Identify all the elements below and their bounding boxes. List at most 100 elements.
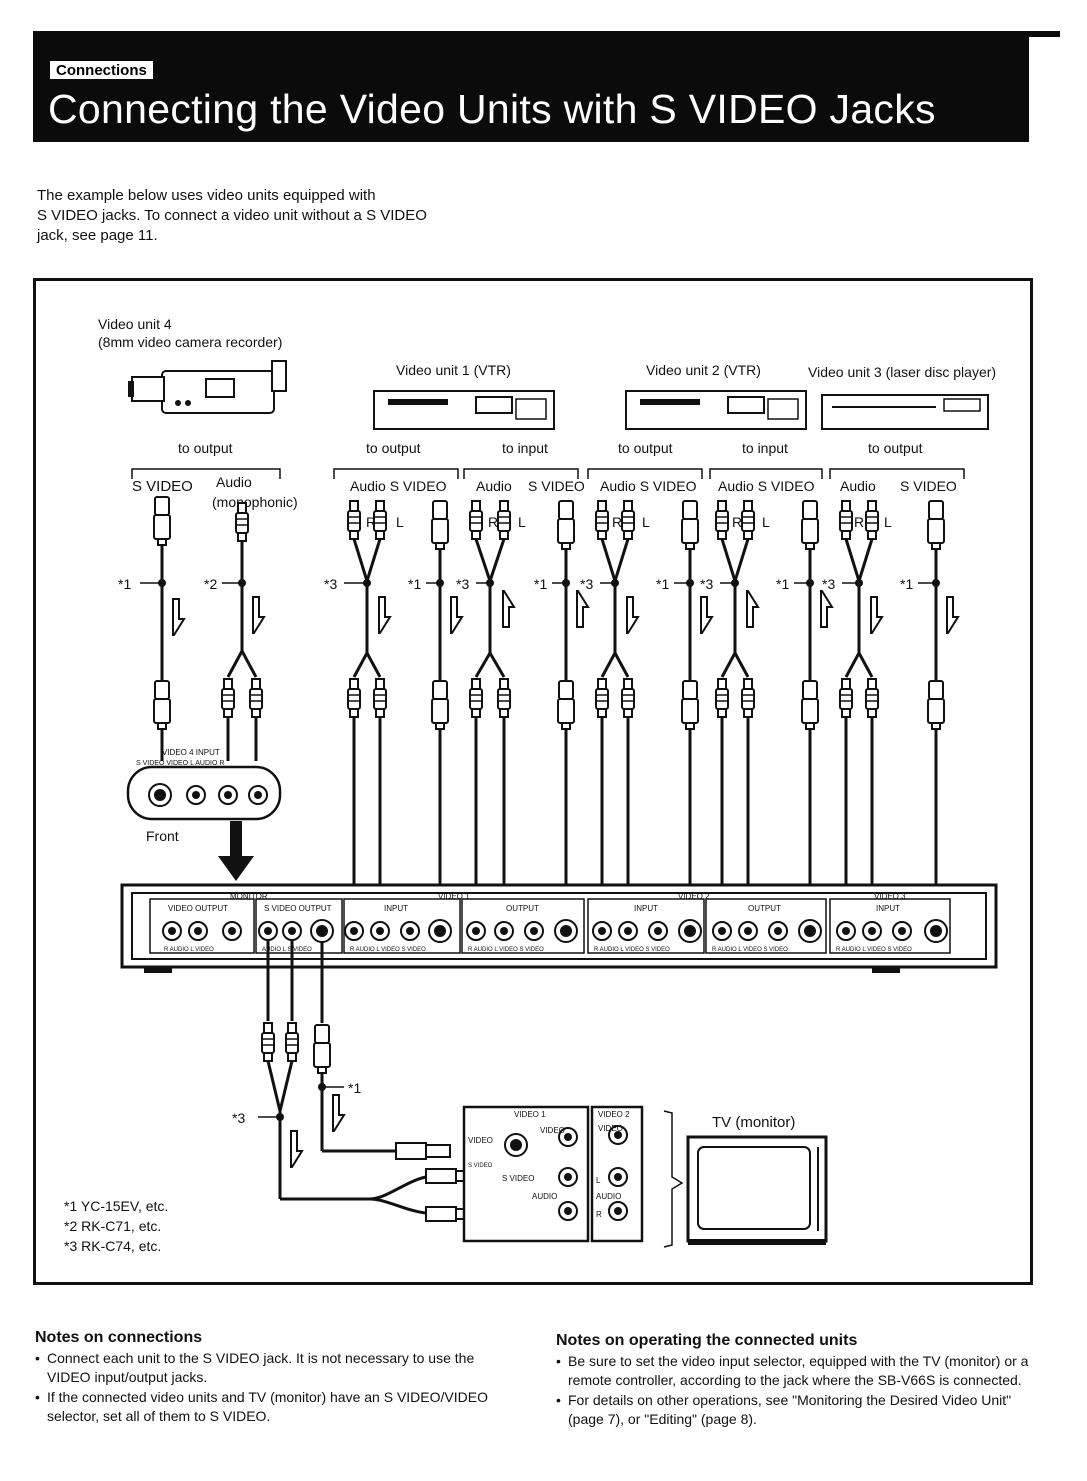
cable-mark-1: *1 (656, 576, 669, 592)
legend-item: *2 RK-C71, etc. (64, 1218, 161, 1234)
tv-video: VIDEO (540, 1126, 565, 1135)
tv-video: VIDEO (468, 1136, 493, 1145)
label-svideo: S VIDEO (900, 478, 957, 494)
unit2-name: Video unit 2 (VTR) (646, 362, 761, 378)
rear-svideo-output: S VIDEO OUTPUT (264, 904, 332, 913)
list-item: For details on other operations, see "Mo… (556, 1391, 1036, 1429)
cable-group-unit3-out (839, 500, 959, 901)
unit4-name: Video unit 4 (98, 316, 172, 332)
cable-audio-mono (221, 502, 265, 761)
legend-item: *1 YC-15EV, etc. (64, 1198, 168, 1214)
label-audio-svideo: Audio S VIDEO (600, 478, 697, 494)
tv-video: VIDEO (598, 1124, 623, 1133)
notes-connections-title: Notes on connections (35, 1329, 203, 1346)
rear-input: INPUT (876, 904, 900, 913)
rear-input: INPUT (634, 904, 658, 913)
front-label: Front (146, 828, 179, 844)
notes-operating: Notes on operating the connected units B… (556, 1331, 1036, 1430)
rear-video-output: VIDEO OUTPUT (168, 904, 228, 913)
rear-output: OUTPUT (506, 904, 539, 913)
connection-diagram: Video unit 4 (8mm video camera recorder)… (33, 278, 1033, 1285)
label-r: R (366, 514, 376, 530)
label-r: R (612, 514, 622, 530)
rear-sub: R AUDIO L VIDEO (164, 947, 214, 953)
vtr-icon (373, 390, 555, 430)
rear-sub: AUDIO L S VIDEO (262, 947, 312, 953)
cable-mark-3: *3 (456, 576, 469, 592)
tv-input-panel (462, 1105, 684, 1248)
cable-mark-1: *1 (348, 1080, 361, 1096)
page-title: Connecting the Video Units with S VIDEO … (48, 86, 936, 132)
cable-group-unit1-in (469, 500, 589, 901)
label-audio: Audio (840, 478, 876, 494)
rear-input: INPUT (384, 904, 408, 913)
tv-monitor-icon (686, 1135, 828, 1245)
notes-operating-list: Be sure to set the video input selector,… (556, 1352, 1036, 1429)
intro-line: S VIDEO jacks. To connect a video unit w… (37, 207, 427, 224)
cable-svideo (140, 496, 185, 761)
label-audio-svideo: Audio S VIDEO (718, 478, 815, 494)
tv-audio: AUDIO (532, 1192, 557, 1201)
cable-group-unit2-in (715, 500, 833, 901)
rear-video2: VIDEO 2 (678, 892, 710, 901)
unit1-in: to input (502, 440, 548, 456)
bracket (131, 468, 965, 479)
label-r: R (732, 514, 742, 530)
label-r: R (854, 514, 864, 530)
unit4-svideo: S VIDEO (132, 478, 193, 495)
camcorder-icon (128, 360, 287, 414)
cable-mark-2: *2 (204, 576, 217, 592)
tv-svideo: S VIDEO (502, 1174, 534, 1183)
unit1-out: to output (366, 440, 421, 456)
unit3-name: Video unit 3 (laser disc player) (808, 364, 996, 380)
rear-sub: R AUDIO L VIDEO S VIDEO (594, 947, 670, 953)
notes-connections-list: Connect each unit to the S VIDEO jack. I… (35, 1349, 505, 1426)
rear-sub: R AUDIO L VIDEO S VIDEO (350, 947, 426, 953)
unit2-in: to input (742, 440, 788, 456)
unit2-out: to output (618, 440, 673, 456)
cable-group-unit1-out (347, 500, 463, 901)
section-tag: Connections (50, 61, 153, 79)
vtr-icon (625, 390, 807, 430)
cable-mark-1: *1 (900, 576, 913, 592)
cable-mark-1: *1 (534, 576, 547, 592)
rear-sub: R AUDIO L VIDEO S VIDEO (468, 947, 544, 953)
rear-sub: R AUDIO L VIDEO S VIDEO (712, 947, 788, 953)
label-audio-svideo: Audio S VIDEO (350, 478, 447, 494)
label-r: R (488, 514, 498, 530)
list-item: If the connected video units and TV (mon… (35, 1388, 505, 1426)
intro-line: jack, see page 11. (37, 227, 158, 244)
cable-mark-1: *1 (408, 576, 421, 592)
front-panel (126, 765, 282, 881)
label-l: L (884, 514, 892, 530)
label-svideo: S VIDEO (528, 478, 585, 494)
tv-audio: AUDIO (596, 1192, 621, 1201)
label-l: L (396, 514, 404, 530)
legend-item: *3 RK-C74, etc. (64, 1238, 161, 1254)
cable-mark-1: *1 (118, 576, 131, 592)
unit4-port: to output (178, 440, 233, 456)
label-l: L (762, 514, 770, 530)
cable-monitor-output (258, 941, 487, 1222)
intro-line: The example below uses video units equip… (37, 187, 376, 204)
cable-mark-3: *3 (580, 576, 593, 592)
cable-mark-3: *3 (822, 576, 835, 592)
laser-disc-player-icon (821, 394, 989, 430)
cable-group-unit2-out (595, 500, 713, 901)
tv-video1: VIDEO 1 (514, 1110, 546, 1119)
unit4-mono: (monophonic) (212, 494, 298, 510)
header-rule (1024, 31, 1060, 37)
tv-r: R (596, 1210, 602, 1219)
front-panel-jacks: S VIDEO VIDEO L AUDIO R (136, 760, 224, 767)
tv-label: TV (monitor) (712, 1114, 795, 1131)
cable-mark-3: *3 (700, 576, 713, 592)
rear-output: OUTPUT (748, 904, 781, 913)
unit3-out: to output (868, 440, 923, 456)
label-l: L (642, 514, 650, 530)
rear-video1: VIDEO 1 (438, 892, 470, 901)
rear-monitor-label: MONITOR (230, 892, 268, 901)
page-header (33, 31, 1029, 142)
cable-mark-1: *1 (776, 576, 789, 592)
unit1-name: Video unit 1 (VTR) (396, 362, 511, 378)
rear-video3: VIDEO 3 (874, 892, 906, 901)
